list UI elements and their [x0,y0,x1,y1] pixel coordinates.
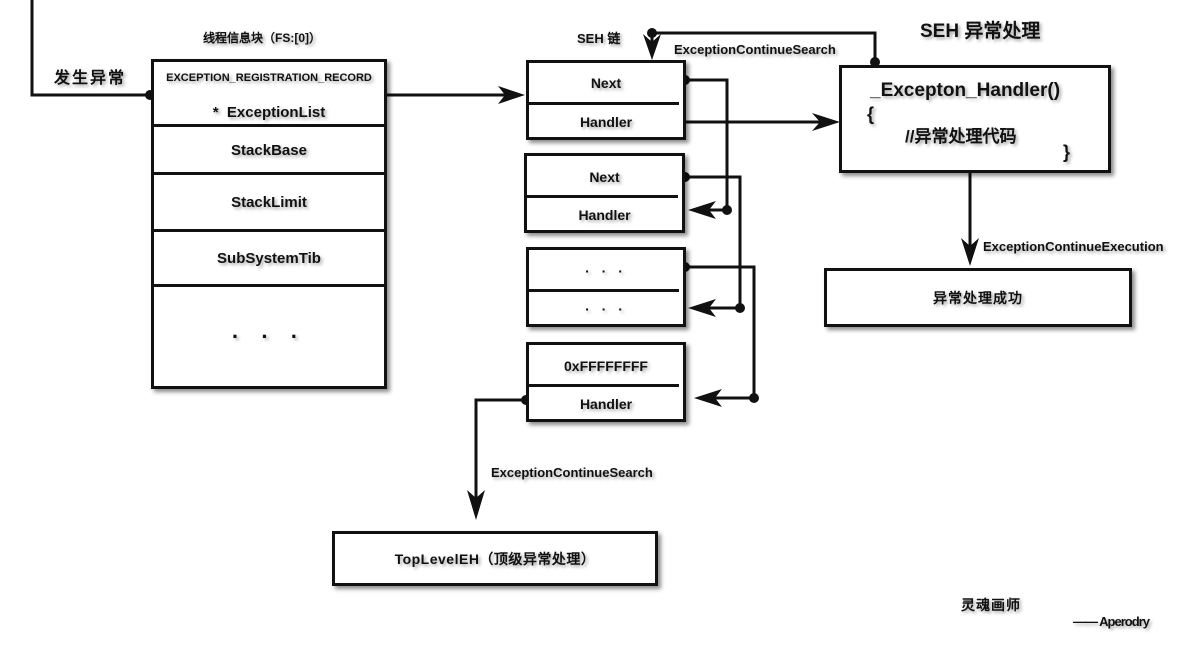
seh-node-handler: Handler [578,207,631,223]
divider [529,102,679,105]
handling-success-box: 异常处理成功 [824,268,1132,327]
exception-trigger-label: 发生异常 [54,70,127,87]
top-level-handler-label: TopLevelEH（顶级异常处理） [394,550,596,567]
continue-search-top-label: ExceptionContinueSearch [674,42,836,57]
seh-node: Next Handler [526,60,686,140]
handler-comment: //异常处理代码 [905,127,1017,146]
seh-chain-caption: SEH 链 [577,31,621,46]
exception-handler-function: _Excepton_Handler() { //异常处理代码 } [839,65,1111,173]
tib-field-subsystemtib: SubSystemTib [217,250,321,267]
handler-close-brace: } [1063,142,1071,162]
thread-info-block: EXCEPTION_REGISTRATION_RECORD * Exceptio… [151,59,387,389]
next-link-1 [685,78,729,212]
arrowhead [812,113,840,131]
record-type-label: EXCEPTION_REGISTRATION_RECORD [166,72,372,84]
seh-node-last: 0xFFFFFFFF Handler [526,342,686,422]
seh-node-next: · · · [585,263,627,279]
arrowhead [688,201,716,219]
diagram-title: SEH 异常处理 [920,21,1041,42]
continue-search-bottom-label: ExceptionContinueSearch [491,465,653,480]
handler-signature: _Excepton_Handler() [870,80,1061,101]
next-link-2 [685,175,742,310]
arrowhead [498,86,525,104]
seh-node-next: Next [589,169,620,185]
seh-node-next-terminator: 0xFFFFFFFF [564,358,648,374]
seh-node: Next Handler [524,153,685,233]
seh-node-handler: · · · [585,301,627,317]
loop-dot [647,28,657,38]
continue-search-loop-line [650,31,877,60]
link-dot [722,205,732,215]
arrowhead [961,238,979,266]
seh-node-handler: Handler [579,114,633,130]
seh-node: · · · · · · [526,247,686,327]
arrowhead [688,299,716,317]
continue-execution-label: ExceptionContinueExecution [983,239,1164,254]
next-link-3 [685,265,756,400]
continue-search-bottom-line [474,398,526,500]
arrowhead [694,389,722,407]
tib-field-more: · · · [231,324,307,349]
divider [529,289,679,292]
divider [154,284,384,287]
seh-node-handler: Handler [579,396,633,412]
tib-field-stacklimit: StackLimit [231,194,307,211]
divider [154,229,384,232]
arrowhead [467,490,485,520]
seh-node-next: Next [590,75,622,91]
exception-trigger-line [30,0,150,97]
link-dot [735,303,745,313]
handler-open-brace: { [867,104,875,124]
signature-name: 灵魂画师 [961,597,1021,613]
divider [529,384,679,387]
signature-author: —— Aperodry [1073,614,1150,629]
divider [527,195,678,198]
tib-field-stackbase: StackBase [231,142,307,159]
tib-field-exceptionlist: * ExceptionList [212,103,326,121]
divider [154,124,384,127]
arrowhead [643,34,661,60]
tib-caption: 线程信息块（FS:[0]） [203,31,321,45]
link-dot [749,393,759,403]
loop-dot [870,57,880,67]
handling-success-label: 异常处理成功 [933,289,1023,306]
top-level-handler-box: TopLevelEH（顶级异常处理） [332,531,658,586]
divider [154,172,384,175]
